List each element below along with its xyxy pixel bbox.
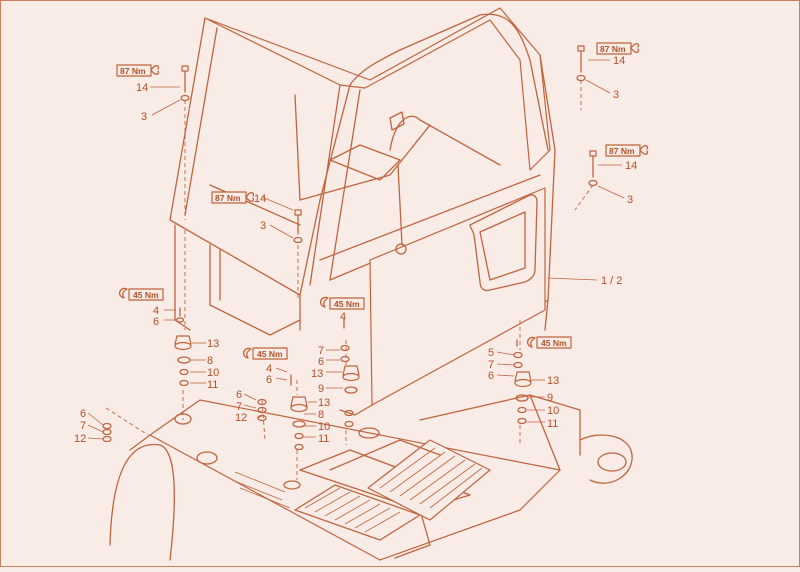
part-number-3: 3: [613, 89, 619, 101]
torque-badge-87-top-right: 87 Nm: [596, 42, 640, 55]
part-labels: 14 3 14 3 14 3 14 3 1 / 2 4 6 13 8 10 11…: [74, 55, 637, 445]
part-number-9: 9: [318, 383, 324, 395]
torque-label: 87 Nm: [120, 66, 146, 76]
bolt-14-top-left: [180, 65, 190, 102]
part-number-7: 7: [80, 420, 86, 432]
torque-badge-45-center: 45 Nm: [319, 296, 365, 310]
bolt-14-mid-left: [293, 209, 303, 244]
part-number-13: 13: [318, 397, 330, 409]
torque-badge-87-top-left: 87 Nm: [116, 64, 160, 77]
part-number-6: 6: [266, 374, 272, 386]
part-number-3: 3: [141, 111, 147, 123]
torque-badge-45-middle-left: 45 Nm: [242, 347, 288, 360]
part-number-6: 6: [80, 408, 86, 420]
bolt-14-top-right: [576, 45, 586, 82]
part-number-14: 14: [613, 55, 625, 67]
mount-stack-left: [174, 307, 192, 387]
part-number-4: 4: [153, 305, 159, 317]
part-number-11: 11: [207, 379, 218, 391]
torque-label: 45 Nm: [133, 290, 159, 300]
torque-label: 45 Nm: [334, 299, 360, 309]
part-number-14: 14: [254, 193, 266, 205]
torque-label: 45 Nm: [257, 349, 283, 359]
part-number-12: 12: [235, 412, 247, 424]
assembly-lines: [105, 80, 594, 480]
torque-label: 87 Nm: [600, 44, 626, 54]
torque-label: 87 Nm: [609, 146, 635, 156]
engine-vent: [329, 439, 491, 521]
part-number-7: 7: [488, 359, 494, 371]
mount-stack-middle-left: [257, 374, 308, 451]
part-number-10: 10: [318, 421, 330, 433]
torque-badge-45-left: 45 Nm: [118, 287, 164, 301]
part-number-6: 6: [488, 370, 494, 382]
part-number-12: 12: [74, 433, 86, 445]
part-number-13: 13: [311, 368, 323, 380]
bolt-14-mid-right: [588, 150, 598, 187]
part-number-1-2: 1 / 2: [601, 275, 622, 287]
part-number-4: 4: [266, 363, 272, 375]
mount-stack-center: [340, 317, 360, 428]
part-number-8: 8: [318, 409, 324, 421]
torque-badge-45-right: 45 Nm: [526, 336, 572, 349]
part-number-10: 10: [207, 367, 219, 379]
part-number-8: 8: [207, 355, 213, 367]
part-number-6: 6: [318, 356, 324, 368]
torque-badge-87-mid-right: 87 Nm: [605, 144, 649, 157]
mount-stack-right: [513, 339, 532, 425]
part-number-3: 3: [627, 194, 633, 206]
part-number-6: 6: [236, 389, 242, 401]
part-number-11: 11: [547, 418, 558, 430]
part-number-7: 7: [236, 401, 242, 413]
leader-lines: [87, 59, 625, 440]
base-frame: [109, 394, 633, 561]
part-number-9: 9: [547, 392, 553, 404]
part-number-13: 13: [207, 338, 219, 350]
part-number-7: 7: [318, 345, 324, 357]
washer-stack-lower-left: [102, 422, 112, 443]
torque-label: 45 Nm: [541, 338, 567, 348]
part-number-11: 11: [318, 433, 329, 445]
part-number-5: 5: [488, 347, 494, 359]
part-number-4: 4: [340, 311, 346, 323]
torque-badge-87-mid-left: 87 Nm: [211, 191, 255, 204]
part-number-6: 6: [153, 316, 159, 328]
part-number-10: 10: [547, 405, 559, 417]
torque-label: 87 Nm: [215, 193, 241, 203]
cab-body: [169, 7, 556, 416]
part-number-14: 14: [136, 82, 148, 94]
part-number-14: 14: [625, 160, 637, 172]
part-number-13: 13: [547, 375, 559, 387]
part-number-3: 3: [260, 220, 266, 232]
